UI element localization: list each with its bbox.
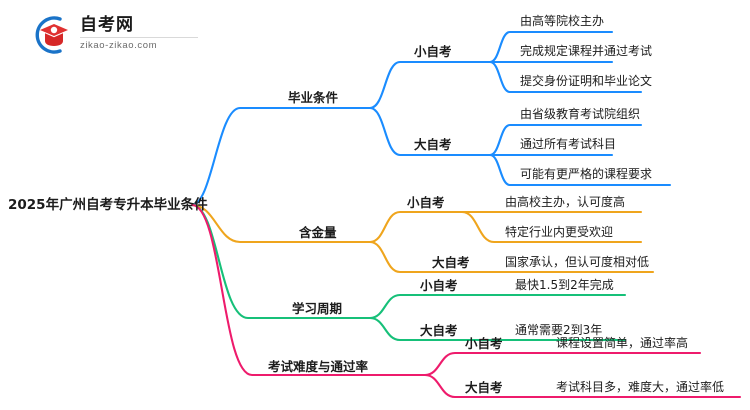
subnode-orange-xiaozikao[interactable]: 小自考 <box>407 195 445 210</box>
link-blue-xiao <box>368 60 492 110</box>
link-blue-xiao-leaf-2 <box>488 60 643 94</box>
subnode-blue-dazikao[interactable]: 大自考 <box>414 137 452 152</box>
link-blue-xiao-leaf-0 <box>488 30 614 64</box>
link-orange-xiao <box>368 210 464 244</box>
leaf-blue-da-0[interactable]: 由省级教育考试院组织 <box>520 107 641 121</box>
graduation-cap-icon <box>35 16 68 54</box>
leaf-pink-xiao-0[interactable]: 课程设置简单，通过率高 <box>556 336 689 350</box>
branch-lines-blue <box>190 30 672 207</box>
leaf-green-da-0[interactable]: 通常需要2到3年 <box>515 323 603 337</box>
site-logo: 自考网 zikao-zikao.com <box>30 12 200 58</box>
branch-lines-pink <box>190 203 742 399</box>
link-orange-da <box>368 240 492 274</box>
link-green-xiao <box>368 293 502 320</box>
logo-divider <box>80 37 198 38</box>
logo-title: 自考网 <box>80 15 134 35</box>
branch-label-kaoshinandu[interactable]: 考试难度与通过率 <box>268 359 369 374</box>
link-green-da <box>368 316 502 342</box>
leaf-blue-xiao-2[interactable]: 提交身份证明和毕业论文 <box>520 74 653 88</box>
link-blue-da-leaf-0 <box>488 123 643 157</box>
branch-lines-orange <box>190 203 655 274</box>
subnode-green-dazikao[interactable]: 大自考 <box>420 323 458 338</box>
branch-label-biyetiaojian[interactable]: 毕业条件 <box>288 90 339 105</box>
link-root-green <box>190 203 372 320</box>
leaf-blue-da-2[interactable]: 可能有更严格的课程要求 <box>520 167 653 181</box>
logo-subtitle: zikao-zikao.com <box>80 40 158 51</box>
leaf-blue-xiao-0[interactable]: 由高等院校主办 <box>520 14 605 28</box>
link-orange-xiao-leaf-1 <box>460 210 643 244</box>
subnode-orange-dazikao[interactable]: 大自考 <box>432 255 470 270</box>
leaf-green-xiao-0[interactable]: 最快1.5到2年完成 <box>515 278 614 292</box>
branch-label-hanjinliang[interactable]: 含金量 <box>299 225 337 240</box>
leaf-orange-xiao-1[interactable]: 特定行业内更受欢迎 <box>505 225 614 239</box>
subnode-blue-xiaozikao[interactable]: 小自考 <box>414 44 452 59</box>
leaf-blue-xiao-1[interactable]: 完成规定课程并通过考试 <box>520 44 653 58</box>
leaf-orange-da-0[interactable]: 国家承认，但认可度相对低 <box>505 255 650 269</box>
branch-label-xuexizhouqi[interactable]: 学习周期 <box>292 301 343 316</box>
subnode-green-xiaozikao[interactable]: 小自考 <box>420 278 458 293</box>
link-blue-da <box>368 106 492 157</box>
leaf-blue-da-1[interactable]: 通过所有考试科目 <box>520 137 617 151</box>
link-root-pink <box>190 203 427 377</box>
leaf-pink-da-0[interactable]: 考试科目多，难度大，通过率低 <box>556 380 725 394</box>
link-pink-xiao <box>423 351 547 377</box>
link-root-blue <box>190 106 372 207</box>
logo-text: 自考网 zikao-zikao.com <box>80 15 200 52</box>
subnode-pink-dazikao[interactable]: 大自考 <box>465 380 503 395</box>
leaf-orange-xiao-0[interactable]: 由高校主办，认可度高 <box>505 195 626 209</box>
link-pink-da <box>423 373 547 399</box>
root-node[interactable]: 2025年广州自考专升本毕业条件 <box>8 197 208 213</box>
link-root-orange <box>190 203 372 244</box>
link-blue-da-leaf-2 <box>488 153 672 187</box>
subnode-pink-xiaozikao[interactable]: 小自考 <box>465 336 503 351</box>
